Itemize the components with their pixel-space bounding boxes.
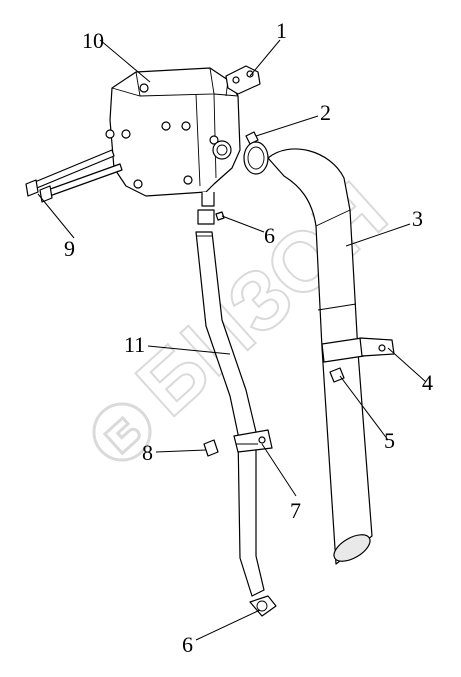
part-8-bracket-bolt: [203, 439, 219, 457]
leader-10: [99, 39, 151, 83]
part-5-clamp-bolt: [329, 367, 345, 383]
leader-5: [339, 375, 389, 441]
part-2-bolt: [243, 131, 269, 175]
part-1-gasket: [225, 65, 261, 95]
callout-10: 10: [82, 28, 104, 53]
leader-4: [387, 347, 427, 383]
leader-1: [249, 39, 281, 77]
part-4-pipe-clamp: [321, 337, 395, 363]
leader-2: [255, 115, 319, 137]
callout-7: 7: [290, 498, 301, 523]
leader-lines: [37, 39, 427, 641]
part-11-drain-hose: [195, 231, 265, 597]
callout-labels: 1 2 3 4 5 6 6 7 8 9 10 11: [64, 18, 433, 657]
part-9-long-bolts: [25, 149, 123, 203]
leader-7: [261, 443, 297, 497]
leader-9: [37, 193, 75, 239]
part-6-hose-clamp-upper: [197, 209, 225, 225]
callout-3: 3: [412, 206, 423, 231]
callout-6-upper: 6: [264, 223, 275, 248]
watermark-logo-icon: [92, 402, 152, 462]
callout-4: 4: [422, 370, 433, 395]
callout-6-lower: 6: [182, 632, 193, 657]
callout-5: 5: [384, 428, 395, 453]
callout-9: 9: [64, 236, 75, 261]
callout-11: 11: [124, 332, 145, 357]
leader-11: [147, 345, 231, 355]
part-7-hose-bracket: [233, 429, 273, 453]
leader-8: [155, 449, 207, 453]
callout-8: 8: [142, 440, 153, 465]
part-10-muffler-housing: [105, 67, 241, 207]
leader-6a: [221, 215, 265, 233]
leader-6b: [195, 609, 261, 641]
callout-2: 2: [320, 100, 331, 125]
callout-1: 1: [276, 18, 287, 43]
leader-3: [345, 223, 411, 247]
